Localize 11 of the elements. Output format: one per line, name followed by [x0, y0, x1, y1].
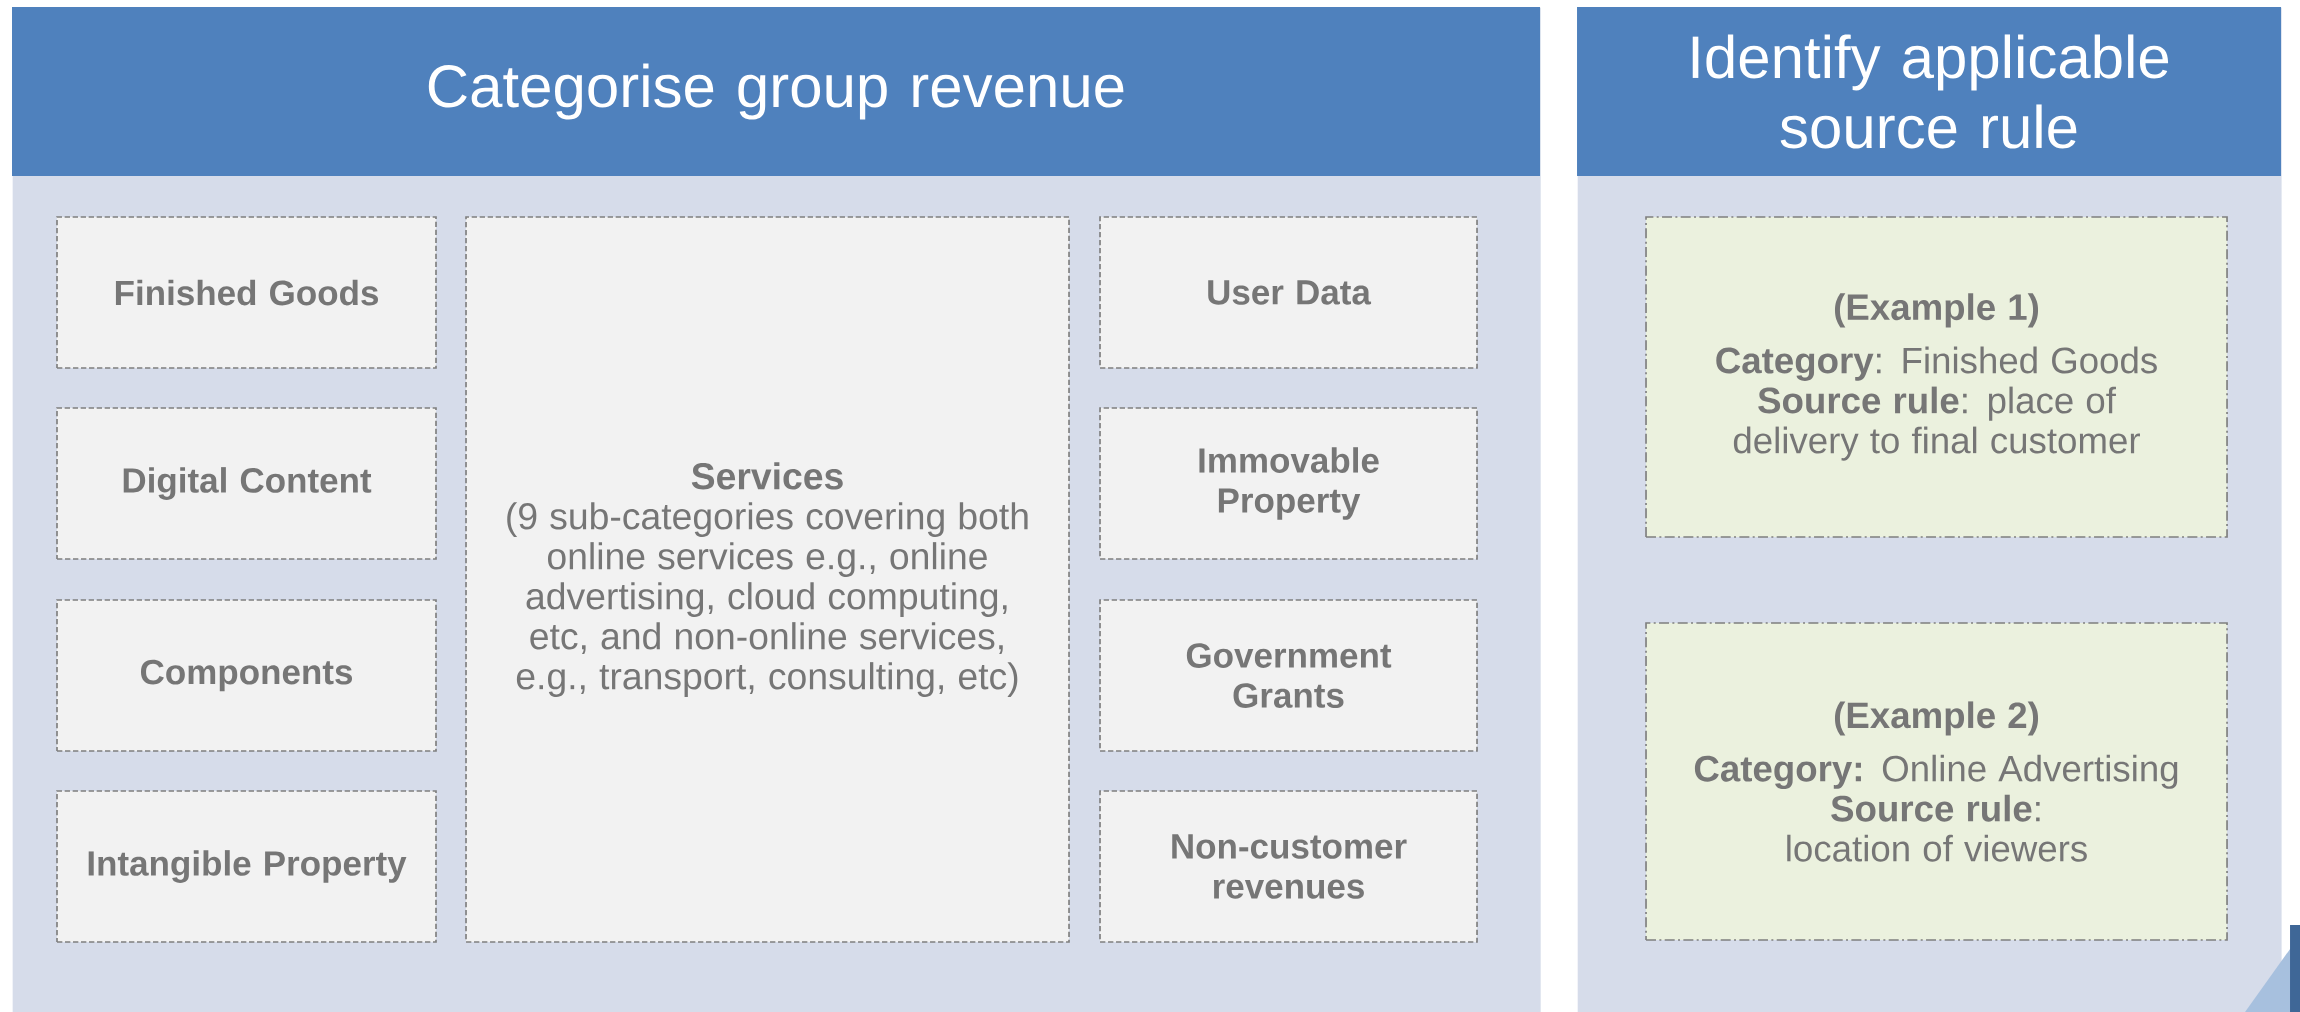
- example-box: (Example 1) Category: Finished Goods Source rule: place of delivery to final customer: [1645, 216, 2228, 538]
- category-box: Digital Content: [56, 407, 437, 560]
- category-box: Services (9 sub-categories covering both online services e.g., online advertising, cloud computing, etc, and non-online services, e.g., transport, consulting, etc): [465, 216, 1070, 943]
- category-box: Components: [56, 599, 437, 752]
- category-box: Non-customer revenues: [1099, 790, 1478, 943]
- category-box: Intangible Property: [56, 790, 437, 943]
- category-box: Finished Goods: [56, 216, 437, 369]
- category-box: User Data: [1099, 216, 1478, 369]
- example-box: (Example 2) Category: Online Advertising Source rule: location of viewers: [1645, 622, 2228, 941]
- category-box: Government Grants: [1099, 599, 1478, 752]
- category-box: Immovable Property: [1099, 407, 1478, 560]
